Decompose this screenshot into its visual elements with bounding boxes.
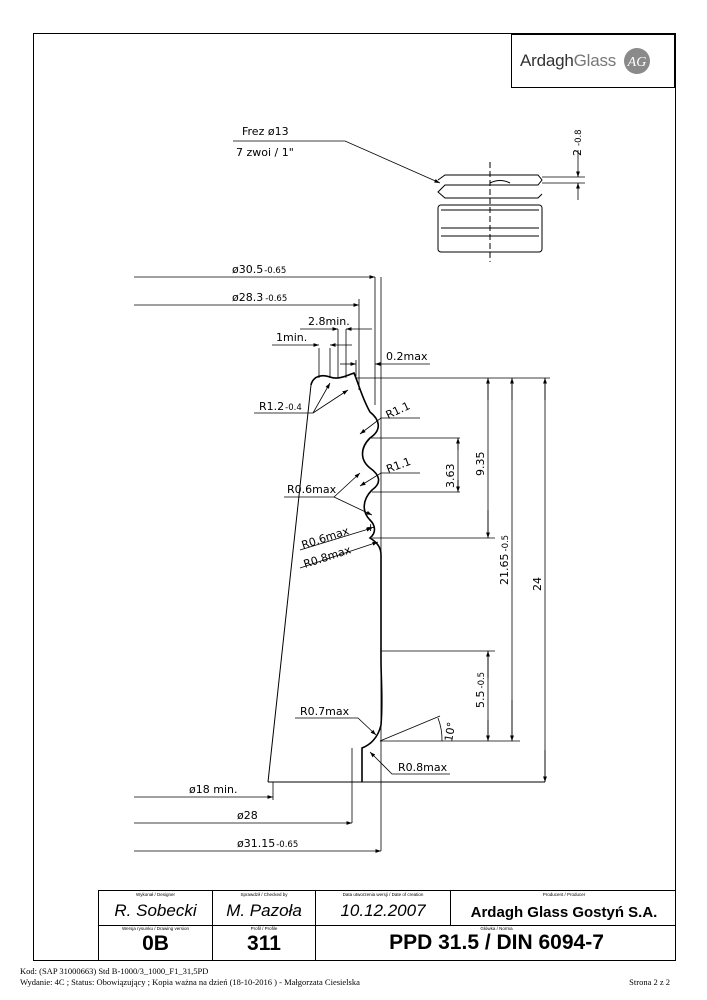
diameter-dims	[134, 275, 430, 853]
center-cross: +	[366, 521, 375, 534]
footer-edition: Wydanie: 4C ; Status: Obowiązujący ; Kop…	[20, 977, 360, 987]
cell-designer: Wykonał / Designer R. Sobecki	[99, 891, 213, 925]
logo-mark-icon: AG	[624, 48, 651, 74]
label-d18: ø18 min.	[189, 783, 237, 796]
logo-text: ArdaghGlass	[520, 51, 617, 70]
label-h24: 24	[531, 577, 544, 591]
label-h363: 3.63	[444, 464, 457, 489]
ardagh-logo: ArdaghGlass AG	[511, 34, 675, 88]
producer-name: Ardagh Glass Gostyń S.A.	[470, 904, 658, 921]
norm-name: PPD 31.5 / DIN 6094-7	[389, 931, 604, 954]
label-d283: ø28.3-0.65	[232, 291, 287, 304]
height-dims	[379, 378, 547, 782]
label-h55: 5.5-0.5	[474, 672, 487, 708]
label-thread: 7 zwoi / 1"	[236, 146, 294, 159]
label-d28: ø28	[237, 809, 258, 822]
finish-profile	[310, 371, 383, 782]
cell-date: Data utworzenia wersji / Date of creatio…	[316, 891, 451, 925]
drawing-version: 0B	[142, 932, 169, 955]
label-w1min: 1min.	[276, 331, 307, 344]
label-thread-depth: 2-0.8	[571, 129, 584, 156]
finish-sketch	[233, 140, 585, 262]
designer-name: R. Sobecki	[114, 901, 197, 920]
footer: Kod: (SAP 31000663) Std B-1000/3_1000_F1…	[20, 966, 670, 988]
label-h2165: 21.65-0.5	[498, 535, 511, 585]
checked-name: M. Pazoła	[226, 901, 302, 920]
footer-code: Kod: (SAP 31000663) Std B-1000/3_1000_F1…	[20, 966, 209, 976]
label-frez: Frez ø13	[242, 125, 289, 138]
label-d3115: ø31.15-0.65	[237, 837, 298, 850]
label-r12: R1.2-0.4	[259, 400, 302, 413]
cell-profile: Profil / Profile 311	[213, 925, 316, 960]
cell-norm: Główka / Norma PPD 31.5 / DIN 6094-7	[316, 925, 677, 960]
cell-checked: Sprawdził / Checked by M. Pazoła	[213, 891, 316, 925]
footer-page: Strona 2 z 2	[629, 977, 670, 987]
label-h935: 9.35	[474, 452, 487, 477]
logo-mark-text: AG	[627, 55, 647, 70]
label-r06-a: R0.6max	[287, 483, 337, 496]
label-w28min: 2.8min.	[308, 315, 350, 328]
label-w02max: 0.2max	[386, 350, 428, 363]
label-r08-b: R0.8max	[398, 761, 448, 774]
label-d305: ø30.5-0.65	[232, 263, 286, 276]
reference-lines	[272, 277, 550, 851]
cell-producer: Producent / Producer Ardagh Glass Gostyń…	[451, 891, 677, 925]
label-angle: 10°	[442, 721, 458, 742]
title-block: Wykonał / Designer R. Sobecki Sprawdził …	[98, 890, 676, 961]
creation-date: 10.12.2007	[340, 901, 426, 920]
cell-version: Wersja rysunku / Drawing version 0B	[99, 925, 213, 960]
radius-leaders	[254, 382, 450, 775]
profile-number: 311	[247, 932, 281, 955]
label-r07: R0.7max	[300, 705, 350, 718]
